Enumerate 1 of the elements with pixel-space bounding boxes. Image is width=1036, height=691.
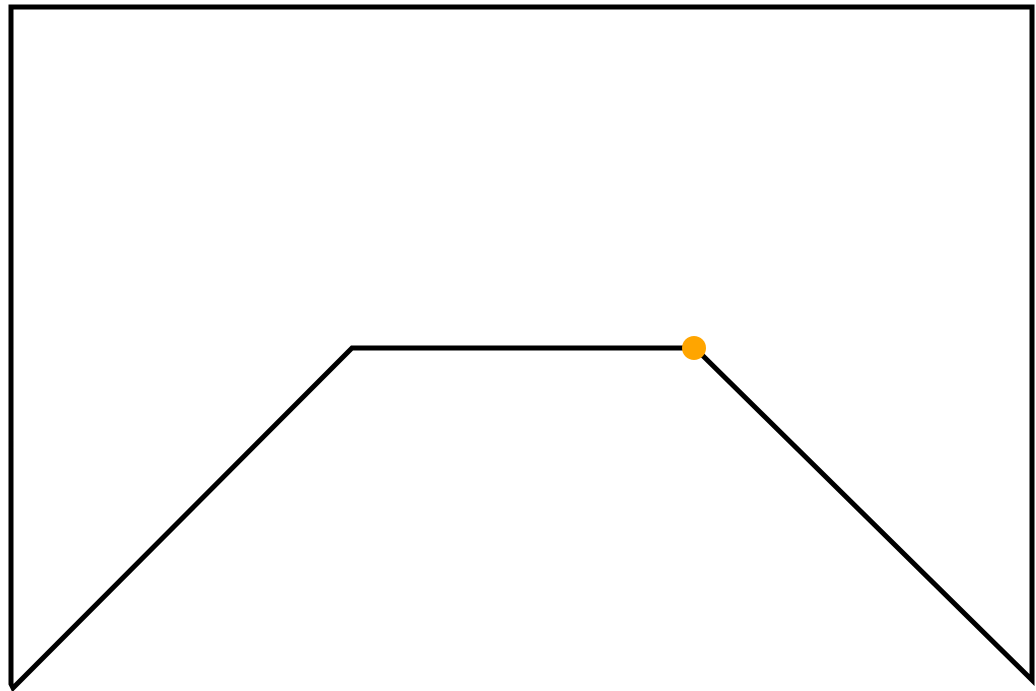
- dot: [682, 336, 706, 360]
